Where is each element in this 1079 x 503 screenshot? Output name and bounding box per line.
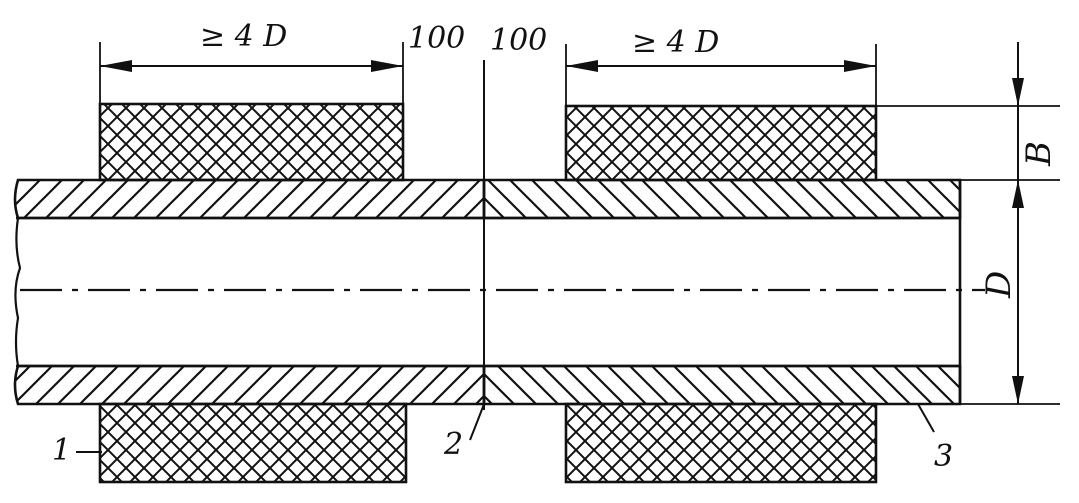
left-length-label: ≥ 4 D (200, 19, 288, 54)
dimension-line-right (566, 60, 876, 72)
insulation-blocks (98, 102, 878, 484)
left-gap-label: 100 (408, 21, 466, 56)
extension-lines (99, 42, 1060, 405)
right-length-label: ≥ 4 D (632, 25, 720, 60)
callout-1-label: 1 (52, 433, 72, 468)
callout-3-label: 3 (934, 439, 954, 474)
callout-leaders (76, 403, 935, 453)
pipe-wall-top (13, 178, 962, 220)
callout-2-label: 2 (444, 427, 464, 462)
dimension-line-vertical (1012, 42, 1024, 404)
pipe-bore (14, 180, 962, 404)
pipe-diameter-label: D (979, 270, 1019, 298)
insulation-thickness-label: B (1019, 141, 1059, 166)
pipe-wall-bottom (13, 364, 962, 406)
right-gap-label: 100 (490, 23, 548, 58)
dimension-line-left (100, 60, 403, 72)
